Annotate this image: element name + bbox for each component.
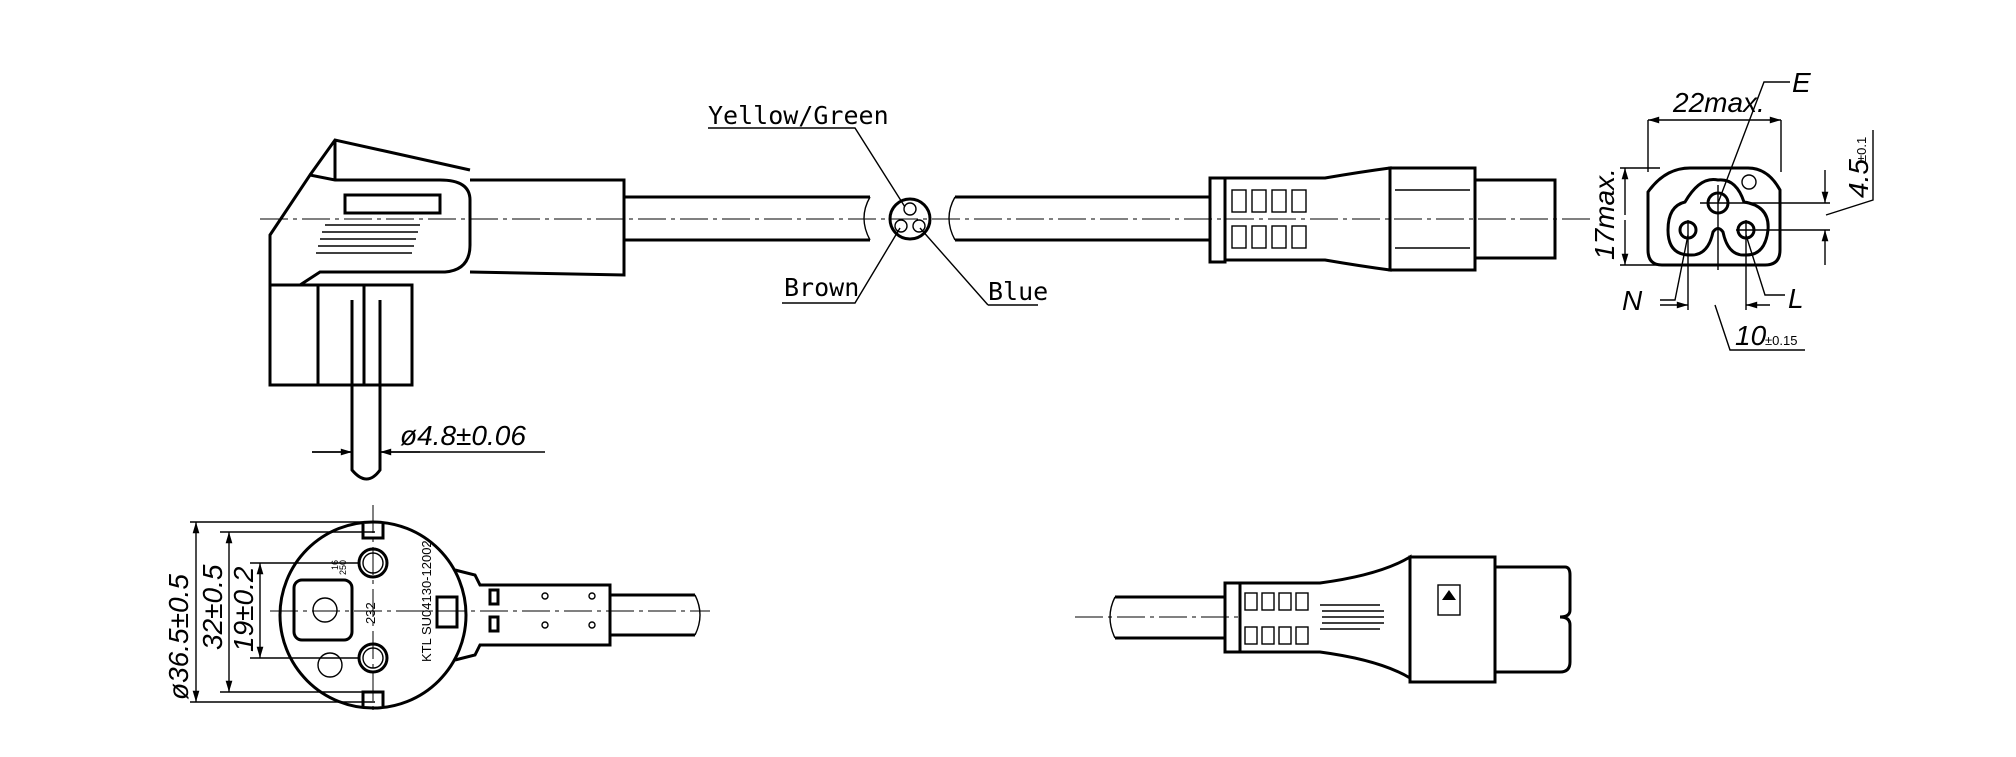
plug-diameter-dimension: ø36.5±0.5 (163, 574, 194, 700)
pin-spacing-dimension: 10 ±0.15 (1735, 320, 1797, 351)
wire-label-blue: Blue (988, 277, 1048, 306)
plug-code: 232 (363, 602, 378, 624)
plug-marking: KTL SU04130-12002 (419, 540, 434, 662)
svg-text:10: 10 (1735, 320, 1767, 351)
wire-label-yellow-green: Yellow/Green (708, 101, 889, 130)
rating-current: 16 (330, 560, 340, 570)
wire-label-brown: Brown (784, 273, 859, 302)
svg-text:±0.15: ±0.15 (1765, 333, 1797, 348)
connector-front-view (1620, 81, 1874, 351)
connector-top-view (1075, 554, 1572, 684)
height-max-dimension: 17max. (1589, 168, 1620, 260)
svg-text:4.5: 4.5 (1843, 159, 1874, 198)
certification-logo-icon (1442, 590, 1456, 600)
plug-pin-spacing-dimension: 19±0.2 (228, 566, 259, 652)
earth-offset-dimension: 4.5 ±0.1 (1843, 137, 1874, 198)
angled-plug-side-view (268, 138, 626, 481)
neutral-pin-label: N (1622, 285, 1643, 316)
connector-side-view (1208, 166, 1557, 272)
plug-face-view (190, 505, 710, 715)
live-pin-label: L (1788, 283, 1804, 314)
svg-text:±0.1: ±0.1 (1854, 137, 1869, 162)
plug-inner-dimension: 32±0.5 (197, 564, 228, 650)
pin-diameter-dimension: ø4.8±0.06 (400, 420, 526, 451)
cable (260, 195, 1590, 242)
cable-cross-section (708, 127, 1038, 306)
width-max-dimension: 22max. (1672, 87, 1765, 118)
earth-pin-label: E (1792, 67, 1811, 98)
rating-voltage: 250 (338, 560, 348, 575)
